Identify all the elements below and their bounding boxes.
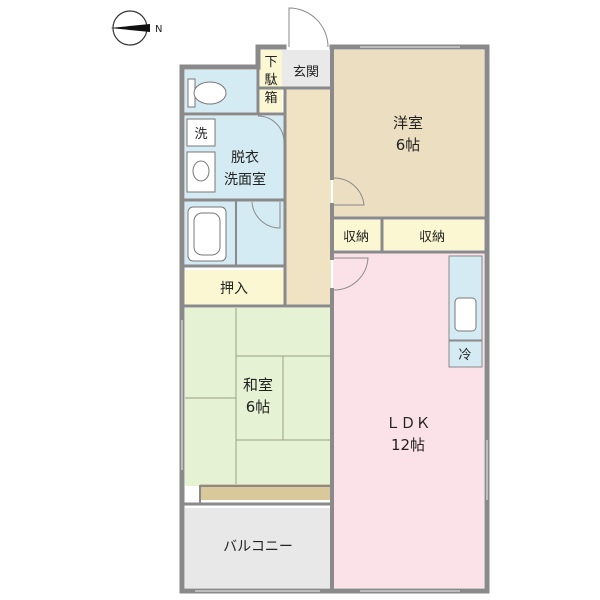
toilet-bowl-icon [193, 81, 227, 105]
windows [181, 46, 488, 592]
getabako-label-2: 駄 [264, 73, 277, 88]
sink-icon [454, 297, 477, 332]
yoshitsu-door-icon [333, 177, 365, 206]
washitsu-name: 和室 [243, 376, 273, 394]
corridor-area [285, 88, 331, 306]
shuno-large-area [383, 220, 484, 250]
washbasin-bowl-icon [192, 160, 210, 182]
labels: 玄関 下 駄 箱 洗 脱衣 洗面室 洋室 6帖 収納 収納 押入 和室 6帖 Ｌ… [194, 55, 471, 555]
bath-door-icon [251, 201, 281, 229]
rei-label: 冷 [458, 348, 471, 363]
genkan-area [282, 50, 330, 90]
ldk-name: ＬＤＫ [385, 414, 430, 432]
shuno-small-area [331, 220, 381, 250]
getabako-label-3: 箱 [264, 90, 277, 106]
shuno-large-label: 収納 [419, 230, 445, 245]
compass: N [110, 10, 162, 46]
getabako-area [260, 50, 282, 112]
yoshitsu-size: 6帖 [396, 136, 421, 154]
oshiire-area [185, 270, 285, 306]
walls [179, 44, 490, 594]
sento-label: 洗 [194, 127, 207, 142]
tatami-lines [185, 308, 331, 484]
ldk-size: 12帖 [391, 436, 425, 454]
washitsu-area [185, 308, 331, 486]
washer-icon [186, 118, 216, 147]
fixtures [186, 78, 227, 262]
balcony-area [185, 508, 331, 588]
shuno-small-label: 収納 [343, 230, 369, 245]
fridge-area [448, 340, 483, 368]
yoshitsu-name: 洋室 [393, 114, 423, 132]
floor-band-area [200, 484, 331, 500]
datsui-label-1: 脱衣 [231, 150, 259, 166]
kitchen-counter [448, 255, 483, 368]
ldk-door-icon [333, 257, 369, 291]
compass-label: N [155, 24, 162, 35]
datsui-label-2: 洗面室 [224, 171, 266, 188]
washitsu-size: 6帖 [246, 398, 271, 416]
entrance-door-icon [288, 7, 329, 48]
datsui-door-icon [257, 115, 285, 143]
doors [251, 7, 369, 291]
getabako-label-1: 下 [264, 55, 277, 70]
room-fills [185, 50, 484, 588]
compass-needle-icon [110, 24, 150, 32]
yoshitsu-area [333, 50, 484, 218]
genkan-label: 玄関 [293, 65, 319, 80]
bathtub-inner-icon [193, 212, 221, 256]
oshiire-label: 押入 [220, 281, 248, 297]
balcony-label: バルコニー [223, 539, 293, 555]
